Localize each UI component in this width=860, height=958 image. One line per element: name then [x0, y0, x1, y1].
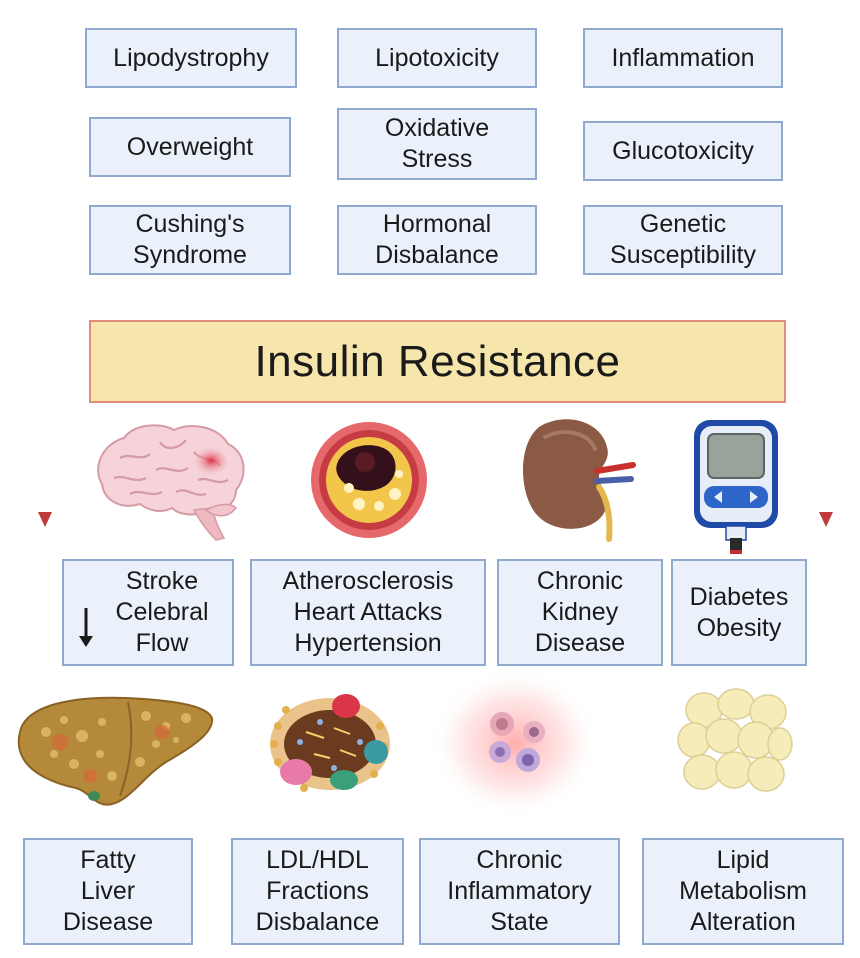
brain-icon [97, 424, 245, 541]
cause-lipodystrophy: Lipodystrophy [85, 28, 297, 88]
cause-overweight: Overweight [89, 117, 291, 177]
cause-cushings-syndrome: Cushing's Syndrome [89, 205, 291, 275]
outcome-diabetes-obesity: Diabetes Obesity [671, 559, 807, 666]
decrease-arrow-icon [79, 608, 93, 647]
outcome-fatty-liver: Fatty Liver Disease [23, 838, 193, 945]
cause-oxidative-stress: Oxidative Stress [337, 108, 537, 180]
cause-inflammation: Inflammation [583, 28, 783, 88]
outcome-ldl-hdl: LDL/HDL Fractions Disbalance [231, 838, 404, 945]
fatty-liver-icon [17, 696, 214, 806]
inflammatory-cells-icon [430, 668, 600, 818]
outcome-atherosclerosis: Atherosclerosis Heart Attacks Hypertensi… [250, 559, 486, 666]
artery-plaque-icon [311, 422, 427, 538]
cause-genetic-susceptibility: Genetic Susceptibility [583, 205, 783, 275]
outcome-chronic-inflammatory-state: Chronic Inflammatory State [419, 838, 620, 945]
cause-lipotoxicity: Lipotoxicity [337, 28, 537, 88]
outcome-lipid-metabolism: Lipid Metabolism Alteration [642, 838, 844, 945]
insulin-resistance-banner: Insulin Resistance [89, 320, 786, 403]
glucometer-icon [694, 420, 778, 554]
outcome-chronic-kidney-disease: Chronic Kidney Disease [497, 559, 663, 666]
adipocytes-icon [677, 688, 793, 792]
lipoprotein-icon [270, 694, 390, 792]
cause-glucotoxicity: Glucotoxicity [583, 121, 783, 181]
cause-hormonal-disbalance: Hormonal Disbalance [337, 205, 537, 275]
outcome-stroke: Stroke Celebral Flow [62, 559, 234, 666]
kidney-icon [523, 419, 636, 542]
